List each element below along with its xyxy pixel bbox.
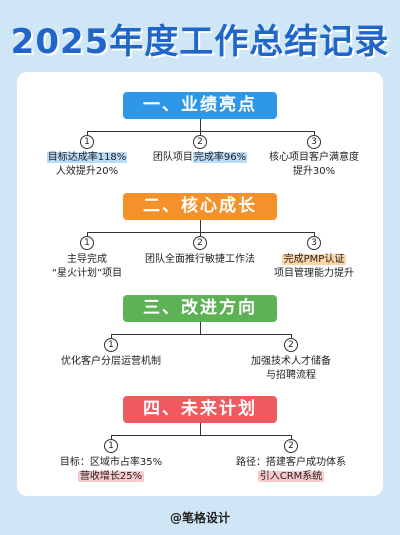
item-text: 人效提升20%: [55, 166, 119, 177]
number-badge: 1: [104, 338, 118, 352]
item-text: 团队全面推行敏捷工作法: [145, 254, 255, 265]
number-badge: 2: [284, 338, 298, 352]
list-item: 加强技术人才储备 与招聘流程: [231, 355, 351, 383]
list-item: 团队项目完成率96%: [145, 151, 255, 165]
item-text: 提升30%: [292, 166, 336, 177]
item-text: 项目管理能力提升: [274, 268, 354, 279]
section-title-growth: 二、核心成长: [123, 193, 277, 220]
item-text: 路径：搭建客户成功体系: [236, 457, 346, 468]
number-badge: 2: [193, 135, 207, 149]
item-text: 主导完成: [67, 254, 107, 265]
branch-connector: [17, 423, 383, 453]
highlight-text: 完成率96%: [192, 152, 248, 163]
item-text: 优化客户分层运营机制: [61, 356, 161, 367]
list-item: 核心项目客户满意度 提升30%: [264, 151, 364, 179]
list-item: 目标达成率118% 人效提升20%: [37, 151, 137, 179]
item-text: 核心项目客户满意度: [269, 152, 359, 163]
item-text: 团队项目: [152, 152, 193, 163]
list-item: 主导完成 “星火计划”项目: [37, 253, 137, 281]
highlight-text: 完成PMP认证: [281, 254, 347, 265]
footer-credit: @笔格设计: [169, 511, 230, 525]
section-title-improvement: 三、改进方向: [123, 295, 277, 322]
list-item: 团队全面推行敏捷工作法: [145, 253, 255, 267]
item-text: 与招聘流程: [266, 370, 316, 381]
summary-card: 一、业绩亮点 1 2 3 目标达成率118% 人效提升20% 团队项目完成率96…: [17, 72, 383, 496]
number-badge: 1: [80, 135, 94, 149]
list-item: 完成PMP认证 项目管理能力提升: [264, 253, 364, 281]
list-item: 优化客户分层运营机制: [51, 355, 171, 369]
section-title-future: 四、未来计划: [123, 396, 277, 423]
number-badge: 1: [80, 236, 94, 250]
list-item: 路径：搭建客户成功体系 引入CRM系统: [226, 456, 356, 484]
highlight-text: 营收增长25%: [77, 471, 145, 482]
list-item: 目标：区域市占率35% 营收增长25%: [51, 456, 171, 484]
number-badge: 3: [307, 135, 321, 149]
highlight-text: 目标达成率118%: [46, 152, 128, 163]
number-badge: 3: [307, 236, 321, 250]
branch-connector: [17, 322, 383, 352]
number-badge: 2: [284, 439, 298, 453]
item-text: 加强技术人才储备: [251, 356, 331, 367]
section-title-performance: 一、业绩亮点: [123, 92, 277, 119]
item-text: “星火计划”项目: [51, 268, 123, 279]
highlight-text: 引入CRM系统: [257, 471, 325, 482]
number-badge: 1: [104, 439, 118, 453]
page-title: 2025年度工作总结记录: [10, 22, 390, 62]
number-badge: 2: [193, 236, 207, 250]
item-text: 目标：区域市占率35%: [59, 457, 163, 468]
